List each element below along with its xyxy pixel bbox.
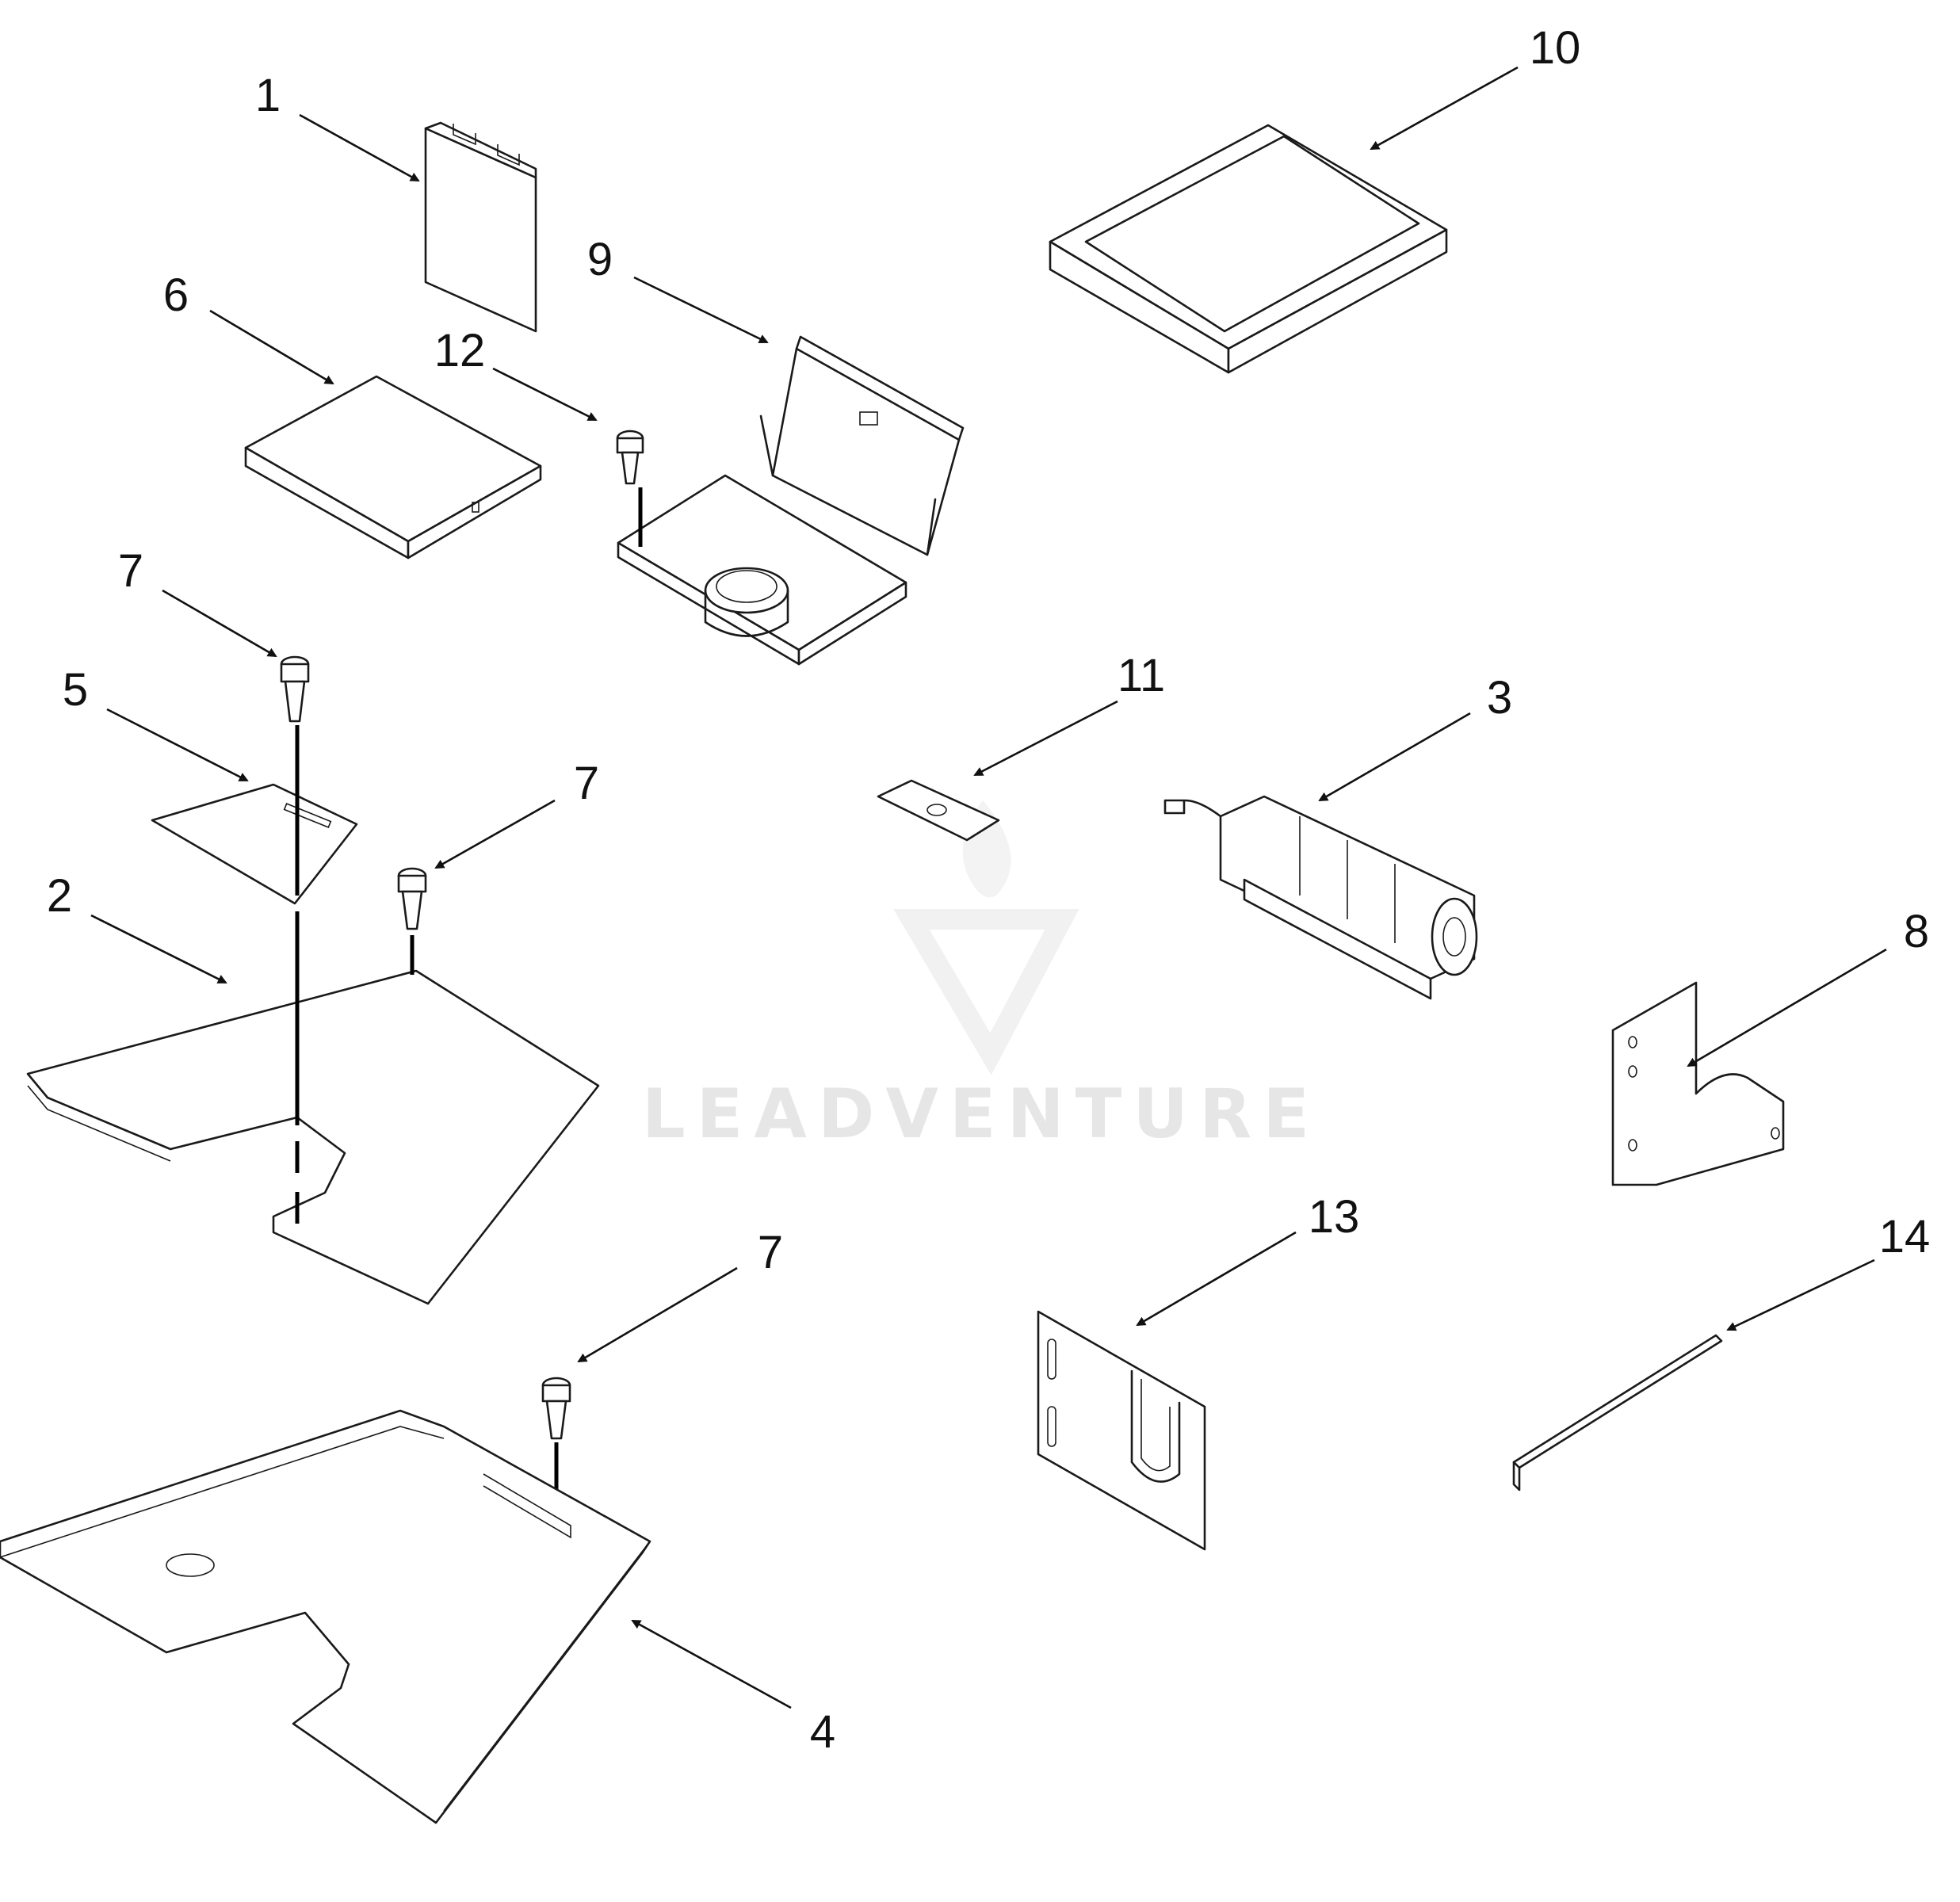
part-9-housing — [617, 335, 965, 666]
callout-9: 9 — [587, 234, 613, 285]
callout-7-middle: 7 — [574, 758, 599, 809]
leader-11 — [973, 700, 1118, 777]
callout-13: 13 — [1309, 1191, 1360, 1243]
part-1-panel — [424, 121, 537, 333]
leader-5 — [106, 708, 249, 782]
callout-6: 6 — [163, 269, 189, 321]
leader-7b — [434, 799, 556, 869]
callout-11: 11 — [1118, 650, 1165, 701]
callout-12: 12 — [434, 325, 486, 376]
leader-7c — [577, 1266, 738, 1363]
callout-2: 2 — [47, 870, 72, 922]
callout-7-top: 7 — [118, 545, 143, 597]
leader-9 — [633, 276, 769, 344]
part-11-plate — [877, 779, 1000, 842]
leader-13 — [1136, 1231, 1297, 1327]
leader-7a — [162, 589, 277, 658]
part-2-plate — [26, 969, 600, 1305]
part-14-strip — [1512, 1334, 1723, 1491]
part-3-blower — [1163, 795, 1478, 1000]
callout-4: 4 — [810, 1706, 835, 1758]
part-5-plate — [151, 783, 358, 905]
part-6-cover — [244, 375, 542, 560]
leader-4 — [631, 1619, 792, 1709]
callout-8: 8 — [1904, 906, 1929, 957]
callout-3: 3 — [1487, 672, 1512, 724]
callout-labels: 1 2 3 4 5 6 7 7 7 8 9 10 11 12 13 14 — [47, 22, 1930, 1758]
leader-1 — [299, 113, 420, 182]
leader-2 — [90, 914, 227, 984]
part-7-screw-b — [397, 867, 427, 930]
leader-6 — [209, 309, 334, 385]
part-13-bracket — [1037, 1310, 1206, 1551]
part-7-screw-a — [280, 655, 310, 723]
leader-12 — [492, 367, 598, 422]
callout-7-bottom: 7 — [758, 1227, 783, 1278]
callout-1: 1 — [255, 70, 281, 121]
part-4-tray — [0, 1409, 651, 1824]
watermark-logo — [893, 800, 1079, 1075]
callout-5: 5 — [63, 664, 88, 716]
callout-14: 14 — [1879, 1211, 1931, 1262]
leader-8 — [1687, 948, 1887, 1067]
leader-10 — [1370, 66, 1519, 151]
leader-3 — [1318, 712, 1471, 802]
leader-lines — [90, 66, 1887, 1709]
callout-10: 10 — [1530, 22, 1581, 74]
part-12-screw — [616, 430, 644, 547]
fastener-lines — [295, 725, 415, 1236]
part-10-frame — [1049, 124, 1448, 374]
leader-14 — [1726, 1258, 1875, 1331]
watermark: LEADVENTURE — [642, 800, 1320, 1154]
part-8-bracket — [1611, 981, 1785, 1186]
watermark-text: LEADVENTURE — [642, 1075, 1320, 1154]
